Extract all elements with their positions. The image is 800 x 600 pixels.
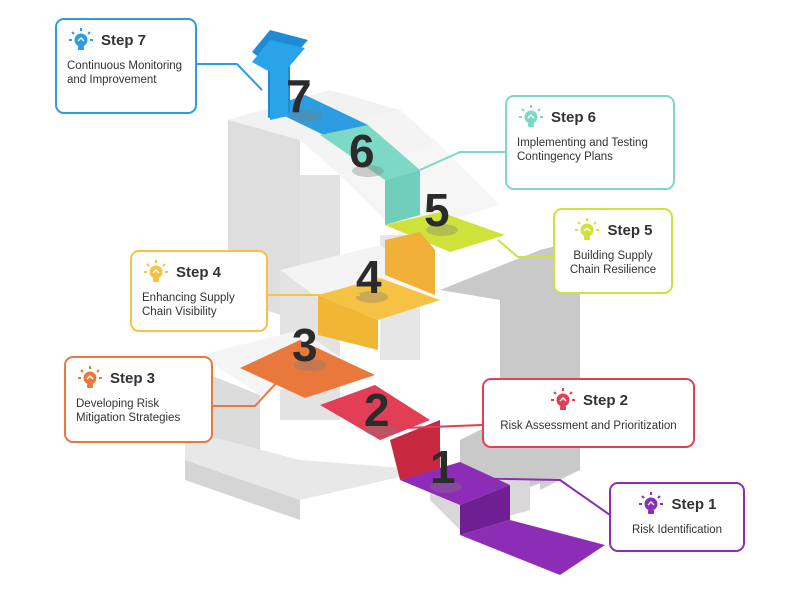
- step-1-tread: [400, 462, 510, 505]
- step-6-description: Implementing and Testing Contingency Pla…: [517, 137, 648, 163]
- step-1-number: 1: [430, 441, 456, 493]
- step-2-tread: [320, 385, 430, 440]
- step-6-callout: Step 6 Implementing and Testing Continge…: [505, 95, 675, 190]
- step-3-description: Developing Risk Mitigation Strategies: [76, 398, 181, 424]
- step-6-number: 6: [349, 125, 375, 177]
- step-2-description: Risk Assessment and Prioritization: [500, 420, 677, 432]
- step-7-title: Step 7: [101, 31, 147, 49]
- connector-step-6: [419, 151, 505, 171]
- connector-step-7: [197, 63, 263, 91]
- step-3-title: Step 3: [110, 369, 156, 387]
- step-1-base: [460, 520, 605, 575]
- step-3-tread: [240, 340, 375, 398]
- step-3-number: 3: [292, 319, 318, 371]
- step-5-riser: [385, 232, 435, 295]
- lightbulb-icon: [550, 388, 575, 410]
- step-6-tread: [320, 125, 420, 180]
- lightbulb-icon: [575, 218, 600, 240]
- step-7-callout: Step 7 Continuous Monitoring and Improve…: [55, 18, 197, 114]
- connector-step-5: [497, 239, 553, 258]
- step-2-number: 2: [364, 384, 390, 436]
- lightbulb-icon: [78, 366, 102, 388]
- step-5-callout: Step 5 Building Supply Chain Resilience: [553, 208, 673, 294]
- lightbulb-icon: [639, 492, 664, 514]
- step-5-title: Step 5: [607, 221, 653, 239]
- step-1-description: Risk Identification: [631, 524, 723, 536]
- step-7-tread: [268, 95, 368, 138]
- step-7-description: Continuous Monitoring and Improvement: [67, 60, 183, 86]
- step-1-riser: [460, 485, 510, 535]
- step-5-tread: [385, 212, 505, 252]
- step-4-description: Enhancing Supply Chain Visibility: [142, 292, 235, 318]
- number-shadows: [290, 110, 462, 493]
- step-1-title: Step 1: [671, 495, 717, 513]
- step-2-title: Step 2: [582, 391, 628, 409]
- connector-step-1: [459, 477, 611, 516]
- step-7-number: 7: [286, 70, 312, 122]
- lightbulb-icon: [69, 28, 93, 50]
- step-5-description: Building Supply Chain Resilience: [569, 250, 657, 276]
- step-4-tread: [318, 278, 440, 320]
- step-5-number: 5: [424, 184, 450, 236]
- lightbulb-icon: [519, 105, 543, 127]
- step-4-riser: [318, 295, 378, 350]
- step-4-callout: Step 4 Enhancing Supply Chain Visibility: [130, 250, 268, 332]
- step-3-callout: Step 3 Developing Risk Mitigation Strate…: [64, 356, 213, 443]
- step-4-number: 4: [356, 251, 382, 303]
- step-6-riser: [385, 170, 420, 225]
- connector-step-2: [404, 424, 483, 429]
- connector-lines: [197, 63, 611, 516]
- step-6-title: Step 6: [551, 108, 597, 126]
- connector-step-3: [213, 367, 291, 407]
- step-2-callout: Step 2 Risk Assessment and Prioritizatio…: [482, 378, 695, 448]
- step-4-title: Step 4: [176, 263, 222, 281]
- lightbulb-icon: [144, 260, 168, 282]
- step-1-callout: Step 1 Risk Identification: [609, 482, 745, 552]
- step-7-arrow-face: [252, 40, 305, 120]
- step-2-riser: [390, 420, 440, 480]
